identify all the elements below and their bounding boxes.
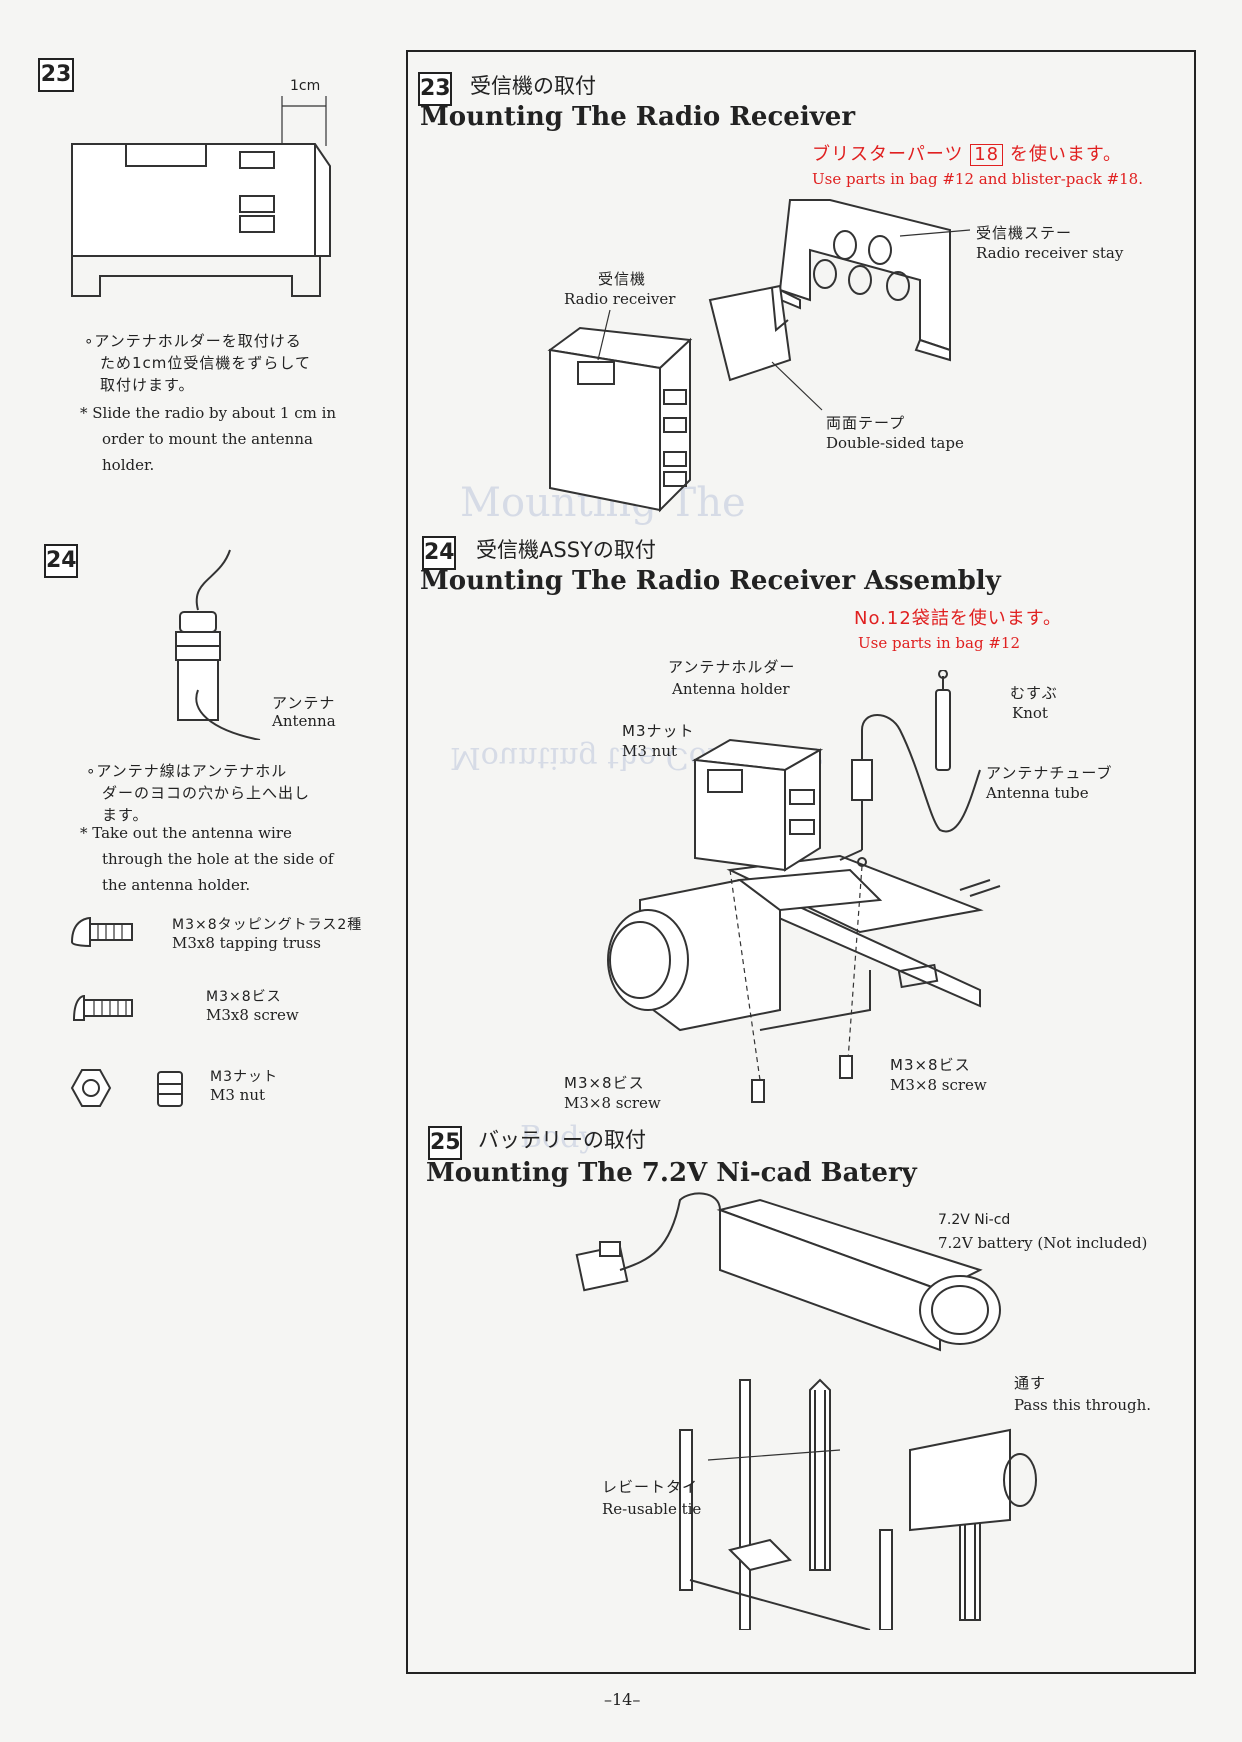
holder-label-en: Antenna holder: [672, 680, 790, 698]
tube-label-jp: アンテナチューブ: [986, 764, 1113, 782]
battery-label-1: 7.2V Ni-cd: [938, 1212, 1011, 1228]
pass-label-jp: 通す: [1014, 1374, 1047, 1392]
screw-left-label-en: M3×8 screw: [564, 1094, 661, 1112]
step-23-note-jp: ∘アンテナホルダーを取付ける ため1cm位受信機をずらして 取付けます。: [84, 330, 311, 396]
section-23-number: 23: [418, 72, 452, 106]
screw-right-label-jp: M3×8ビス: [890, 1056, 971, 1074]
page-number: –14–: [604, 1690, 641, 1709]
tube-label-en: Antenna tube: [986, 784, 1089, 802]
dimension-label: 1cm: [290, 78, 321, 94]
pass-label-en: Pass this through.: [1014, 1396, 1152, 1414]
stay-label-en: Radio receiver stay: [976, 244, 1124, 262]
section-25-number: 25: [428, 1126, 462, 1160]
instruction-panel: [406, 50, 1196, 1674]
holder-label-jp: アンテナホルダー: [668, 658, 796, 676]
receiver-label-jp: 受信機: [598, 270, 647, 288]
nut-label-jp: M3ナット: [622, 722, 695, 740]
battery-mount-diagram: [575, 1192, 1037, 1630]
receiver-label-en: Radio receiver: [564, 290, 676, 308]
part-truss-en: M3x8 tapping truss: [172, 934, 321, 952]
stay-label-jp: 受信機ステー: [976, 224, 1073, 242]
knot-label-en: Knot: [1012, 704, 1048, 722]
note-line: the antenna holder.: [102, 876, 251, 894]
screw-right-label-en: M3×8 screw: [890, 1076, 987, 1094]
battery-label-2: 7.2V battery (Not included): [938, 1234, 1148, 1252]
tape-label-en: Double-sided tape: [826, 434, 964, 452]
section-23-title-en: Mounting The Radio Receiver: [420, 102, 856, 132]
note-line: holder.: [102, 456, 155, 474]
part-nut-en: M3 nut: [210, 1086, 266, 1104]
note-line: * Take out the antenna wire: [80, 824, 292, 842]
part-screw-jp: M3×8ビス: [206, 989, 282, 1005]
note-line: order to mount the antenna: [102, 430, 313, 448]
screw-left-label-jp: M3×8ビス: [564, 1074, 645, 1092]
section-23-note-en: Use parts in bag #12 and blister-pack #1…: [812, 170, 1143, 188]
antenna-holder-diagram: [175, 549, 261, 740]
nut-icon: [70, 1069, 183, 1107]
section-23-note-jp: ブリスターパーツ 18 を使います。: [812, 140, 1122, 166]
section-24-number: 24: [422, 536, 456, 570]
section-24-note-en: Use parts in bag #12: [858, 634, 1020, 652]
blister-number-box: 18: [970, 144, 1004, 166]
note-line: * Slide the radio by about 1 cm in: [80, 404, 337, 422]
note-line: ます。: [102, 806, 149, 824]
note-line: 取付けます。: [100, 376, 195, 394]
note-text: ブリスターパーツ: [812, 144, 964, 165]
note-line: ∘アンテナ線はアンテナホル: [86, 762, 288, 780]
section-24-note-jp: No.12袋詰を使います。: [854, 608, 1062, 629]
note-line: ∘アンテナホルダーを取付ける: [84, 332, 302, 350]
tie-label-en: Re-usable tie: [602, 1500, 702, 1518]
receiver-offset-diagram: [71, 96, 331, 297]
antenna-label-en: Antenna: [272, 712, 336, 730]
section-24-title-en: Mounting The Radio Receiver Assembly: [420, 566, 1001, 596]
part-screw-en: M3x8 screw: [206, 1006, 299, 1024]
section-25-title-jp: バッテリーの取付: [478, 1128, 646, 1152]
step-24-note-jp: ∘アンテナ線はアンテナホル ダーのヨコの穴から上へ出し ます。: [86, 760, 310, 826]
receiver-mount-diagram: [547, 199, 971, 513]
part-nut-jp: M3ナット: [210, 1069, 278, 1085]
note-text: を使います。: [1009, 144, 1123, 165]
receiver-assembly-diagram: [607, 670, 1001, 1103]
step-24-note-en: * Take out the antenna wire through the …: [80, 820, 333, 898]
knot-label-jp: むすぶ: [1010, 684, 1058, 702]
note-line: ため1cm位受信機をずらして: [100, 354, 311, 372]
nut-label-en: M3 nut: [622, 742, 678, 760]
antenna-label-jp: アンテナ: [272, 694, 336, 712]
tape-label-jp: 両面テープ: [826, 414, 906, 432]
section-23-title-jp: 受信機の取付: [470, 74, 596, 98]
step-23-number: 23: [38, 58, 74, 92]
screw-icon: [72, 994, 133, 1021]
section-24-title-jp: 受信機ASSYの取付: [476, 538, 656, 562]
truss-screw-icon: [70, 916, 133, 948]
note-line: through the hole at the side of: [102, 850, 334, 868]
section-25-title-en: Mounting The 7.2V Ni-cad Batery: [426, 1158, 917, 1188]
step-24-number: 24: [44, 544, 78, 578]
step-23-note-en: * Slide the radio by about 1 cm in order…: [80, 400, 336, 478]
part-truss-jp: M3×8タッピングトラス2種: [172, 917, 363, 933]
tie-label-jp: レビートタイ: [602, 1478, 699, 1496]
note-line: ダーのヨコの穴から上へ出し: [102, 784, 311, 802]
